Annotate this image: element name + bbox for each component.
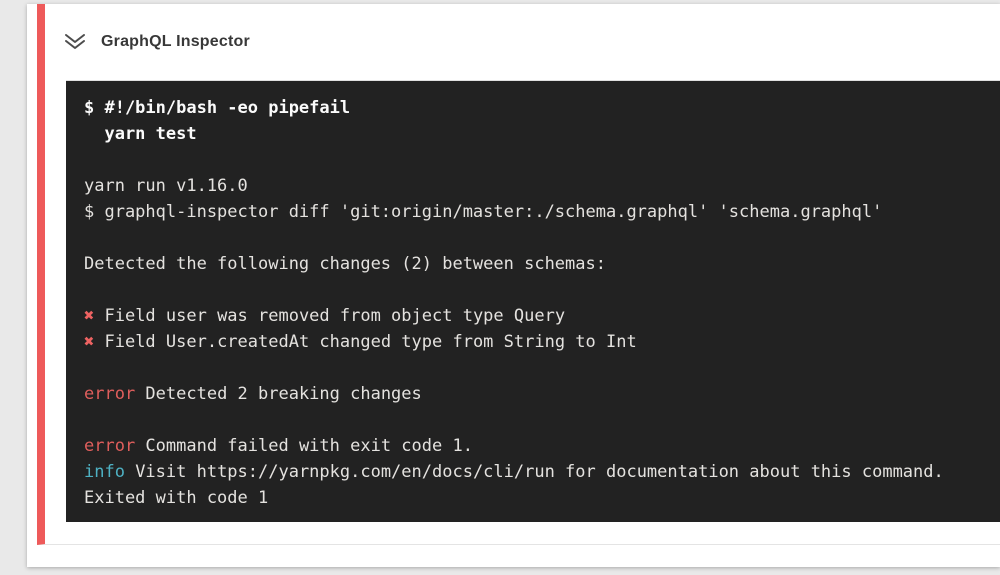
- terminal-segment-error: error: [84, 384, 136, 404]
- step-row-failed: GraphQL Inspector $ #!/bin/bash -eo pipe…: [37, 4, 1000, 545]
- terminal-line: error Detected 2 breaking changes: [84, 381, 982, 407]
- terminal-line: Exited with code 1: [84, 485, 982, 511]
- terminal-line: [84, 277, 982, 303]
- terminal-line: Detected the following changes (2) betwe…: [84, 251, 982, 277]
- terminal-segment-plain: Detected 2 breaking changes: [135, 384, 422, 404]
- terminal-output: $ #!/bin/bash -eo pipefail yarn test yar…: [66, 80, 1000, 522]
- terminal-segment-plain: $ graphql-inspector diff 'git:origin/mas…: [84, 202, 883, 222]
- terminal-line: yarn run v1.16.0: [84, 173, 982, 199]
- step-title: GraphQL Inspector: [101, 33, 250, 50]
- terminal-line: yarn test: [84, 121, 982, 147]
- double-chevron-down-icon[interactable]: [63, 32, 87, 52]
- build-step-card: GraphQL Inspector $ #!/bin/bash -eo pipe…: [27, 4, 1000, 567]
- terminal-line: info Visit https://yarnpkg.com/en/docs/c…: [84, 459, 982, 485]
- step-header[interactable]: GraphQL Inspector: [45, 4, 1000, 80]
- card-footer-space: [37, 545, 1000, 566]
- terminal-line: [84, 147, 982, 173]
- terminal-segment-plain: Field user was removed from object type …: [94, 306, 566, 326]
- terminal-segment-plain: Exited with code 1: [84, 488, 269, 508]
- terminal-segment-plain: Command failed with exit code 1.: [135, 436, 473, 456]
- terminal-segment-error: error: [84, 436, 136, 456]
- terminal-segment-cross: ✖: [84, 306, 95, 326]
- terminal-line: $ graphql-inspector diff 'git:origin/mas…: [84, 199, 982, 225]
- terminal-segment-cross: ✖: [84, 332, 95, 352]
- terminal-line: [84, 407, 982, 433]
- terminal-segment-command: $ #!/bin/bash -eo pipefail: [84, 98, 351, 118]
- terminal-segment-plain: Field User.createdAt changed type from S…: [94, 332, 637, 352]
- terminal-segment-plain: Detected the following changes (2) betwe…: [84, 254, 606, 274]
- terminal-segment-plain: Visit https://yarnpkg.com/en/docs/cli/ru…: [124, 462, 944, 482]
- terminal-segment-command: yarn test: [84, 124, 197, 144]
- terminal-segment-info: info: [84, 462, 125, 482]
- terminal-line: ✖ Field user was removed from object typ…: [84, 303, 982, 329]
- terminal-segment-plain: yarn run v1.16.0: [84, 176, 248, 196]
- terminal-line: [84, 355, 982, 381]
- terminal-line: [84, 225, 982, 251]
- terminal-line: error Command failed with exit code 1.: [84, 433, 982, 459]
- terminal-line: ✖ Field User.createdAt changed type from…: [84, 329, 982, 355]
- terminal-line: $ #!/bin/bash -eo pipefail: [84, 95, 982, 121]
